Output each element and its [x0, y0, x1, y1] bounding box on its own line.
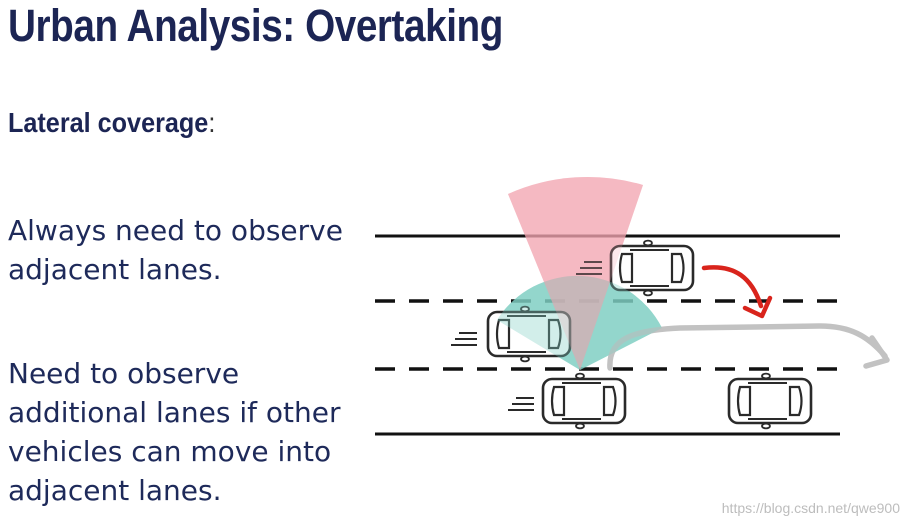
teal-cone-overlay [497, 275, 662, 370]
overtake-path-arrow [607, 323, 888, 371]
subheading: Lateral coverage: [8, 107, 215, 139]
vehicle-top-lane [609, 239, 695, 297]
paragraph-line: additional lanes if other [8, 396, 341, 429]
subheading-colon: : [208, 107, 216, 138]
paragraph-line: Need to observe [8, 357, 240, 390]
vehicle-ahead [727, 372, 813, 430]
paragraph-line: Always need to observe [8, 214, 343, 247]
paragraph-line: vehicles can move into [8, 435, 332, 468]
overtake-arrowhead [863, 335, 890, 369]
lane-change-arrowhead [742, 295, 773, 319]
paragraph-line: adjacent lanes. [8, 253, 222, 286]
paragraph-additional-lanes: Need to observe additional lanes if othe… [8, 354, 341, 510]
watermark: https://blog.csdn.net/qwe900 [721, 500, 900, 516]
lane-change-arrow [701, 265, 764, 309]
red-sensor-cone [508, 176, 643, 370]
speed-lines-icon [450, 332, 478, 346]
paragraph-adjacent-lanes: Always need to observe adjacent lanes. [8, 211, 343, 289]
subheading-text: Lateral coverage [8, 107, 209, 138]
paragraph-line: adjacent lanes. [8, 474, 222, 507]
ego-vehicle [541, 372, 627, 430]
slide-title: Urban Analysis: Overtaking [8, 0, 503, 51]
red-cone-overlay [508, 176, 643, 370]
speed-lines-icon [507, 397, 535, 411]
